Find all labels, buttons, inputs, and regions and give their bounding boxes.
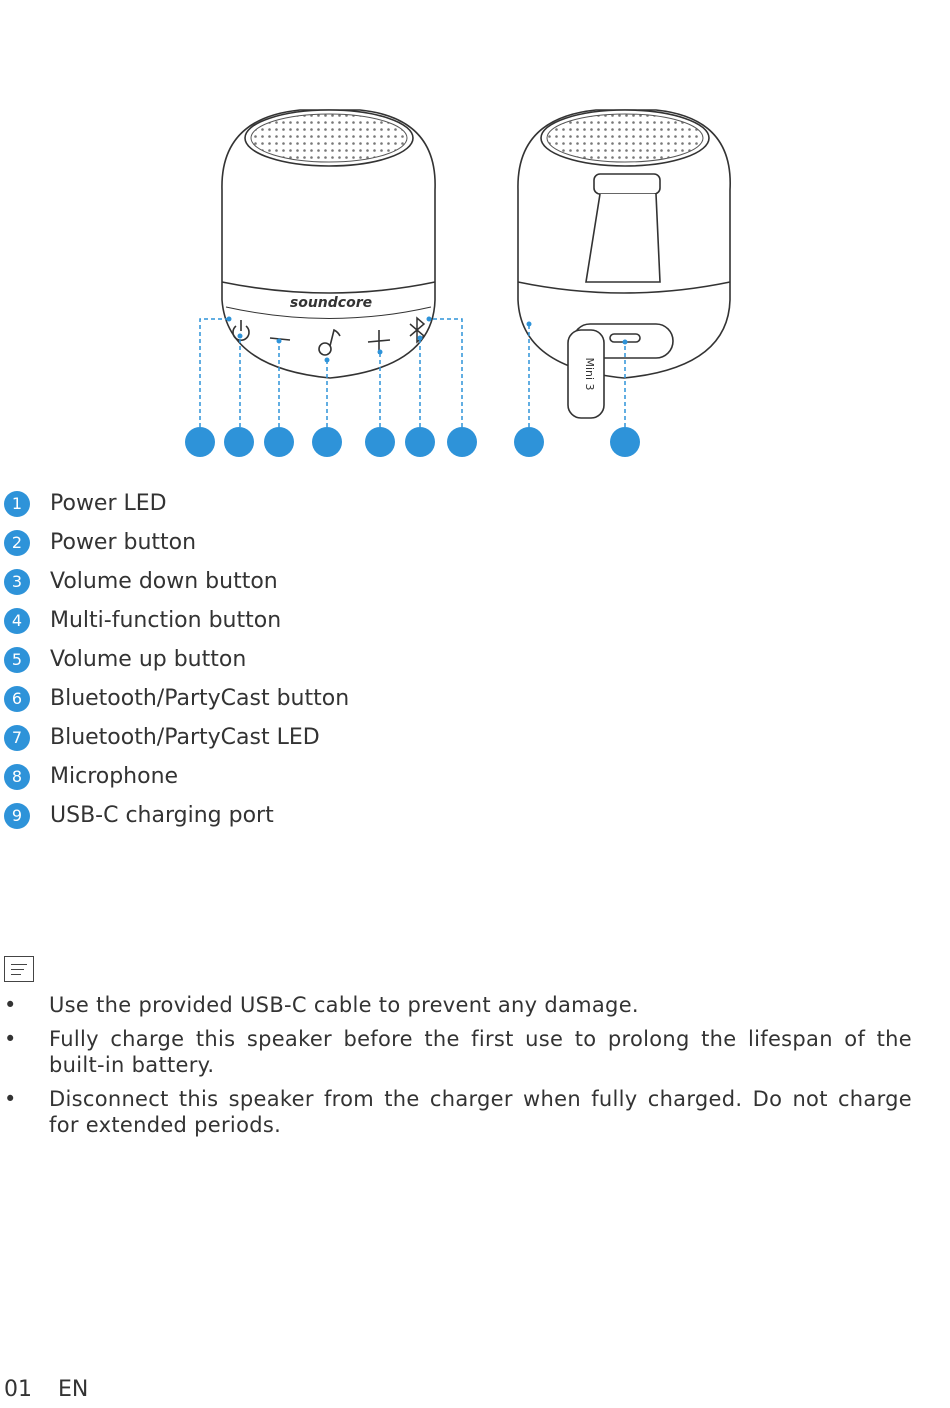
note-item: • Disconnect this speaker from the charge… [4,1086,912,1138]
speaker-diagram: soundcore Mini 3 [185,109,731,457]
legend-number: 7 [4,724,30,751]
callout-lines [199,318,626,427]
legend-number: 1 [4,490,30,517]
bullet: • [4,1027,17,1051]
legend-number: 2 [4,529,30,556]
legend-item: 9 USB-C charging port [4,796,349,835]
notes-list: • Use the provided USB-C cable to prevent… [4,992,912,1146]
legend-item: 8 Microphone [4,757,349,796]
legend-label: Multi-function button [50,608,282,633]
bluetooth-icon [409,316,426,344]
legend-item: 7 Bluetooth/PartyCast LED [4,718,349,757]
legend-label: Volume down button [50,569,278,594]
speaker-back-view [517,109,731,419]
legend-item: 3 Volume down button [4,562,349,601]
legend-label: USB-C charging port [50,803,274,828]
page-footer: 01 EN [4,1377,88,1402]
brand-logo: soundcore [290,295,372,311]
page-number: 01 [4,1377,32,1402]
legend-number: 9 [4,802,30,829]
legend-label: Power LED [50,491,167,516]
legend-number: 8 [4,763,30,790]
legend-item: 2 Power button [4,523,349,562]
legend-item: 6 Bluetooth/PartyCast button [4,679,349,718]
legend-item: 5 Volume up button [4,640,349,679]
legend-label: Bluetooth/PartyCast LED [50,725,320,750]
model-label: Mini 3 [583,357,596,390]
note-item: • Use the provided USB-C cable to prevent… [4,992,912,1018]
parts-legend: 1 Power LED 2 Power button 3 Volume down bu… [4,484,349,835]
legend-number: 6 [4,685,30,712]
note-icon [4,956,34,982]
callout-endpoints [226,316,628,363]
legend-number: 4 [4,607,30,634]
legend-number: 3 [4,568,30,595]
note-item: • Fully charge this speaker before the fi… [4,1026,912,1078]
legend-label: Power button [50,530,197,555]
legend-number: 5 [4,646,30,673]
callout-markers [185,427,640,457]
note-text: Fully charge this speaker before the fir… [49,1027,912,1077]
language-code: EN [58,1377,89,1402]
legend-label: Volume up button [50,647,247,672]
note-text: Use the provided USB-C cable to prevent … [49,993,639,1017]
speaker-front-view [221,109,436,379]
power-icon [232,320,250,341]
legend-label: Microphone [50,764,179,789]
legend-item: 1 Power LED [4,484,349,523]
bullet: • [4,993,17,1017]
music-note-icon [318,328,341,356]
legend-item: 4 Multi-function button [4,601,349,640]
legend-label: Bluetooth/PartyCast button [50,686,350,711]
bullet: • [4,1087,17,1111]
note-text: Disconnect this speaker from the charger… [49,1087,912,1137]
